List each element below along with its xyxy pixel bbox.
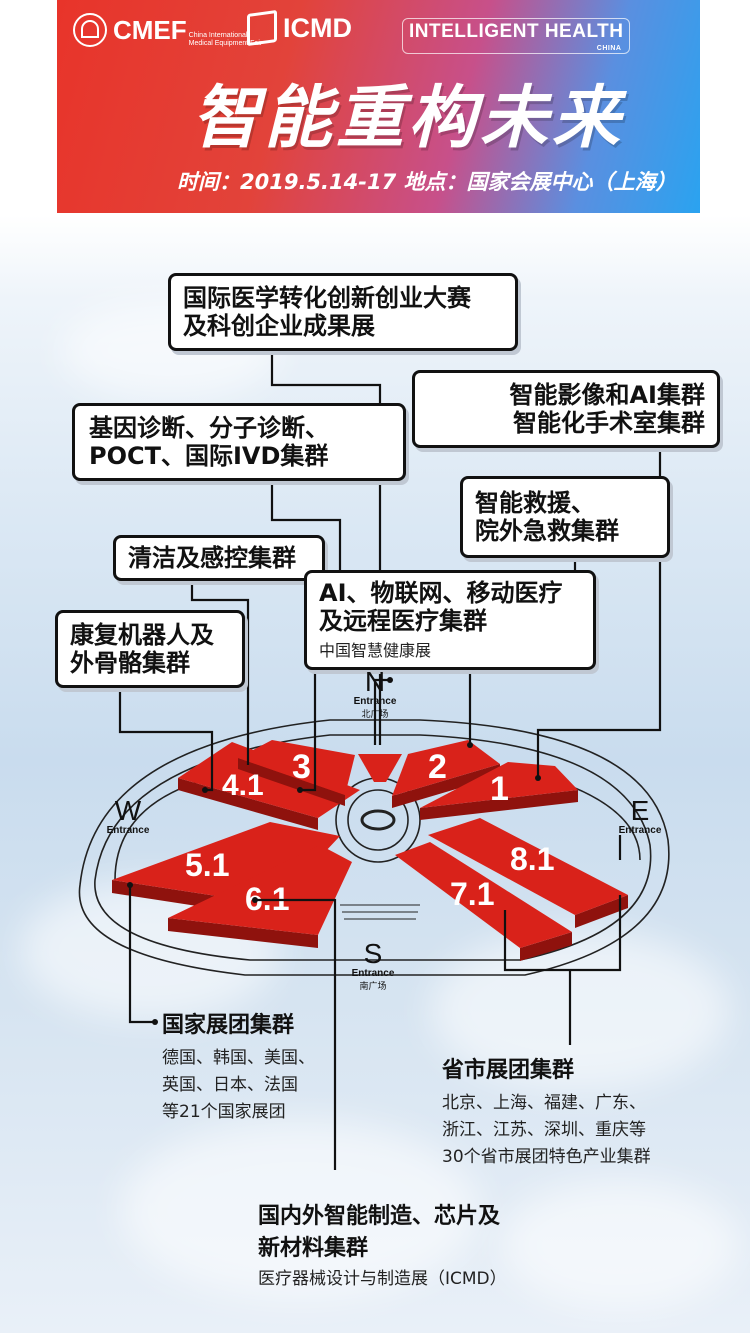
callout-line: 智能救援、: [475, 489, 595, 517]
cmef-logo: CMEF China International Medical Equipme…: [73, 12, 262, 48]
callout-cleaning[interactable]: 清洁及感控集群: [113, 535, 325, 581]
info-line: 浙江、江苏、深圳、重庆等: [442, 1120, 646, 1140]
hall-label: 5.1: [185, 847, 229, 883]
hall-label: 7.1: [450, 876, 494, 912]
hall-labels: 4.1 3 2 1 5.1 6.1 7.1 8.1: [185, 748, 554, 917]
header-banner: CMEF China International Medical Equipme…: [57, 0, 700, 213]
west-letter: W: [114, 795, 142, 826]
info-title: 国家展团集群: [162, 1013, 295, 1038]
south-entrance: S Entrance 南广场: [343, 940, 403, 992]
east-letter: E: [630, 795, 650, 826]
callout-line: 智能化手术室集群: [513, 409, 705, 437]
hall-label: 4.1: [222, 769, 264, 802]
manufacturing-info: 国内外智能制造、芯片及 新材料集群 医疗器械设计与制造展（ICMD）: [258, 1198, 507, 1293]
entrance-label: Entrance: [351, 968, 395, 979]
callout-line: 康复机器人及: [70, 621, 214, 649]
callout-innovation[interactable]: 国际医学转化创新创业大赛 及科创企业成果展: [168, 273, 518, 351]
hall-7-1[interactable]: [395, 842, 572, 948]
halls: [112, 740, 628, 961]
page-title: 智能重构未来: [192, 79, 625, 158]
hall-label: 2: [428, 748, 447, 786]
callout-line: 及远程医疗集群: [319, 607, 487, 635]
intelligent-health-logo: INTELLIGENT HEALTH CHINA: [402, 18, 631, 54]
hall-3-side: [238, 758, 345, 806]
callout-line: 院外急救集群: [475, 517, 619, 545]
cmef-logo-sub-1: China International: [188, 32, 248, 39]
info-line: 德国、韩国、美国、: [162, 1048, 315, 1068]
info-line: 英国、日本、法国: [162, 1075, 298, 1095]
hall-6-1[interactable]: [168, 845, 352, 935]
info-title: 国内外智能制造、芯片及: [258, 1204, 501, 1229]
hall-8-1[interactable]: [428, 818, 628, 915]
hall-label: 1: [490, 770, 509, 808]
south-letter: S: [363, 938, 383, 969]
info-line: 北京、上海、福建、广东、: [442, 1093, 646, 1113]
hall-label: 8.1: [510, 841, 554, 877]
leader-dots: [127, 677, 541, 1025]
callout-line: POCT、国际IVD集群: [89, 442, 329, 470]
plaza-label: 南广场: [359, 981, 387, 991]
info-title: 省市展团集群: [442, 1058, 575, 1083]
north-entrance: N Entrance 北广场: [345, 668, 405, 720]
hall-2-side: [392, 764, 500, 808]
west-entrance: W Entrance: [98, 795, 158, 837]
hall-8-1-side: [575, 895, 628, 928]
cmef-logo-icon: [73, 13, 107, 47]
hall-label: 3: [292, 748, 311, 786]
callout-line: 国际医学转化创新创业大赛: [183, 284, 471, 312]
province-pavilion-info: 省市展团集群 北京、上海、福建、广东、 浙江、江苏、深圳、重庆等 30个省市展团…: [442, 1052, 651, 1171]
callout-imaging[interactable]: 智能影像和AI集群 智能化手术室集群: [412, 370, 720, 448]
hall-6-1-side: [168, 918, 318, 948]
icmd-logo: ICMD: [247, 9, 352, 47]
callout-sub: 中国智慧健康展: [319, 641, 432, 660]
hall-3[interactable]: [238, 740, 355, 795]
plaza-label: 北广场: [361, 709, 389, 719]
cmef-logo-sub-2: Medical Equipment Fair: [188, 40, 263, 47]
callout-line: 清洁及感控集群: [128, 544, 296, 572]
hall-2[interactable]: [392, 740, 500, 796]
callout-line: 基因诊断、分子诊断、: [89, 414, 329, 442]
hall-4-1[interactable]: [178, 742, 360, 818]
callout-rescue[interactable]: 智能救援、 院外急救集群: [460, 476, 670, 558]
hall-7-1-side: [520, 932, 572, 961]
callout-line: 外骨骼集群: [70, 649, 190, 677]
callout-gene[interactable]: 基因诊断、分子诊断、 POCT、国际IVD集群: [72, 403, 406, 481]
entrance-label: Entrance: [353, 696, 397, 707]
callout-line: 智能影像和AI集群: [509, 381, 705, 409]
callout-line: 及科创企业成果展: [183, 312, 375, 340]
callout-line: AI、物联网、移动医疗: [319, 579, 563, 607]
national-pavilion-info: 国家展团集群 德国、韩国、美国、 英国、日本、法国 等21个国家展团: [162, 1007, 315, 1126]
callout-rehab[interactable]: 康复机器人及 外骨骼集群: [55, 610, 245, 688]
info-title: 新材料集群: [258, 1236, 369, 1261]
info-line: 等21个国家展团: [162, 1102, 286, 1122]
info-line: 30个省市展团特色产业集群: [442, 1147, 651, 1167]
entrance-label: Entrance: [106, 825, 150, 836]
north-letter: N: [364, 666, 386, 697]
intelligent-health-sub: CHINA: [596, 45, 622, 52]
entrance-label: Entrance: [618, 825, 662, 836]
callout-ai-iot[interactable]: AI、物联网、移动医疗 及远程医疗集群 中国智慧健康展: [304, 570, 596, 670]
time-location: 时间：2019.5.14-17 地点：国家会展中心（上海）: [177, 170, 677, 194]
north-wedge: [358, 754, 402, 782]
hall-1-side: [420, 790, 578, 820]
info-line: 医疗器械设计与制造展（ICMD）: [258, 1269, 507, 1289]
east-entrance: E Entrance: [610, 795, 670, 837]
